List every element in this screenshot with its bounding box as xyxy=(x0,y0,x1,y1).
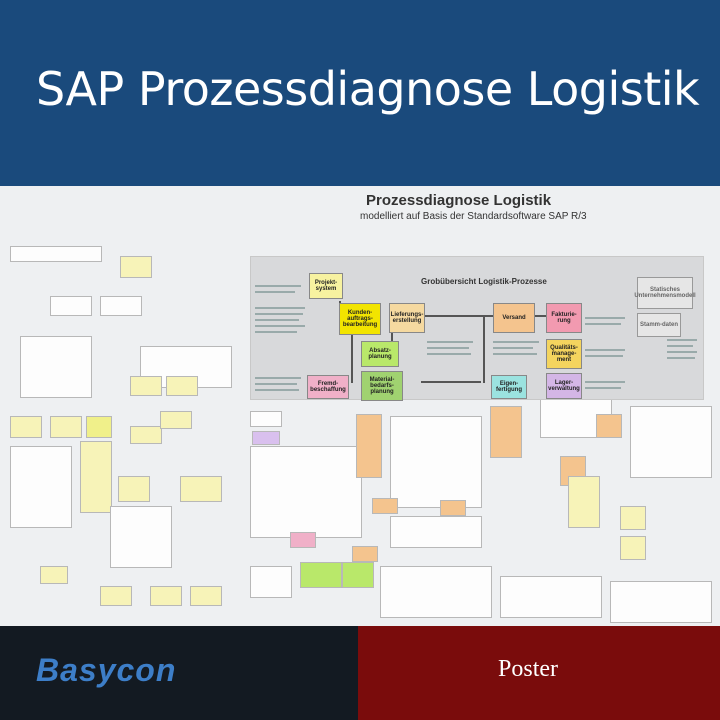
diagram-box xyxy=(290,532,316,548)
node-qualitaetsmanagement: Qualitäts-manage-ment xyxy=(546,339,582,369)
diagram-box xyxy=(110,506,172,568)
side-box-stammdaten: Stamm-daten xyxy=(637,313,681,337)
diagram-box xyxy=(596,414,622,438)
text-line xyxy=(255,291,295,293)
text-line xyxy=(255,377,301,379)
diagram-box xyxy=(190,586,222,606)
text-line xyxy=(585,317,625,319)
text-line xyxy=(585,387,621,389)
text-line xyxy=(667,357,695,359)
text-line xyxy=(255,285,301,287)
poster-header: Prozessdiagnose Logistik modelliert auf … xyxy=(360,192,620,222)
diagram-box xyxy=(10,446,72,528)
diagram-box xyxy=(620,506,646,530)
diagram-box xyxy=(390,416,482,508)
node-versand: Versand xyxy=(493,303,535,333)
text-line xyxy=(585,355,623,357)
diagram-box xyxy=(250,446,362,538)
diagram-box xyxy=(490,406,522,458)
diagram-box xyxy=(356,414,382,478)
diagram-box xyxy=(440,500,466,516)
node-kundenauftragsbearbeitung: Kunden-auftrags-bearbeitung xyxy=(339,303,381,335)
diagram-box xyxy=(50,296,92,316)
diagram-box xyxy=(252,431,280,445)
node-absatzplanung: Absatz-planung xyxy=(361,341,399,367)
diagram-box xyxy=(120,256,152,278)
text-line xyxy=(493,341,539,343)
text-line xyxy=(585,381,625,383)
diagram-box xyxy=(100,586,132,606)
node-fakturierung: Fakturie-rung xyxy=(546,303,582,333)
text-line xyxy=(427,341,473,343)
connector-line xyxy=(421,381,481,383)
poster-subtitle: modelliert auf Basis der Standardsoftwar… xyxy=(360,211,587,222)
diagram-box xyxy=(50,416,82,438)
diagram-box xyxy=(86,416,112,438)
diagram-box xyxy=(568,476,600,528)
brand-logo: Basycon xyxy=(36,652,177,688)
diagram-box xyxy=(166,376,198,396)
diagram-box xyxy=(342,562,374,588)
poster-title: Prozessdiagnose Logistik xyxy=(366,192,552,209)
diagram-box xyxy=(40,566,68,584)
diagram-box xyxy=(620,536,646,560)
diagram-box xyxy=(130,426,162,444)
diagram-box xyxy=(100,296,142,316)
footer-right-panel: Poster xyxy=(358,626,720,720)
diagram-box xyxy=(352,546,378,562)
text-line xyxy=(667,351,697,353)
node-materialbedarfsplanung: Material-bedarfs-planung xyxy=(361,371,403,401)
text-line xyxy=(427,347,469,349)
connector-line xyxy=(483,317,485,383)
text-line xyxy=(667,345,693,347)
diagram-box xyxy=(20,336,92,398)
text-line xyxy=(427,353,471,355)
diagram-box xyxy=(130,376,162,396)
diagram-box xyxy=(372,498,398,514)
diagram-box xyxy=(160,411,192,429)
banner-title: SAP Prozessdiagnose Logistik xyxy=(36,62,700,116)
text-line xyxy=(255,307,305,309)
text-line xyxy=(667,339,697,341)
diagram-box xyxy=(150,586,182,606)
diagram-box xyxy=(610,581,712,623)
diagram-box xyxy=(250,566,292,598)
poster-label: Poster xyxy=(498,656,558,682)
connector-line xyxy=(421,315,511,317)
text-line xyxy=(255,319,299,321)
side-box-statisch: Statisches Unternehmensmodell xyxy=(634,277,696,309)
diagram-box xyxy=(180,476,222,502)
diagram-box xyxy=(390,516,482,548)
connector-line xyxy=(351,331,353,383)
poster-preview-image: Prozessdiagnose Logistik modelliert auf … xyxy=(0,186,720,626)
node-lagerverwaltung: Lager-verwaltung xyxy=(546,373,582,399)
text-line xyxy=(585,323,621,325)
node-lieferungserstellung: Lieferungs-erstellung xyxy=(389,303,425,333)
node-eigenfertigung: Eigen-fertigung xyxy=(491,375,527,399)
text-line xyxy=(493,353,537,355)
text-line xyxy=(255,313,303,315)
text-line xyxy=(255,331,297,333)
node-projektsystem: Projekt-system xyxy=(309,273,343,299)
overview-heading: Grobübersicht Logistik-Prozesse xyxy=(421,277,547,286)
diagram-box xyxy=(250,411,282,427)
text-line xyxy=(585,349,625,351)
diagram-box xyxy=(80,441,112,513)
node-fremdbeschaffung: Fremd-beschaffung xyxy=(307,375,349,399)
text-line xyxy=(255,389,299,391)
diagram-box xyxy=(380,566,492,618)
footer-left-panel: Basycon xyxy=(0,626,358,720)
top-banner: SAP Prozessdiagnose Logistik xyxy=(0,0,720,186)
diagram-box xyxy=(630,406,712,478)
diagram-box xyxy=(500,576,602,618)
process-overview-panel: Grobübersicht Logistik-Prozesse Projekt-… xyxy=(250,256,704,401)
diagram-box xyxy=(118,476,150,502)
diagram-box xyxy=(300,562,342,588)
text-line xyxy=(493,347,533,349)
diagram-box xyxy=(10,246,102,262)
text-line xyxy=(255,383,297,385)
diagram-box xyxy=(10,416,42,438)
text-line xyxy=(255,325,305,327)
